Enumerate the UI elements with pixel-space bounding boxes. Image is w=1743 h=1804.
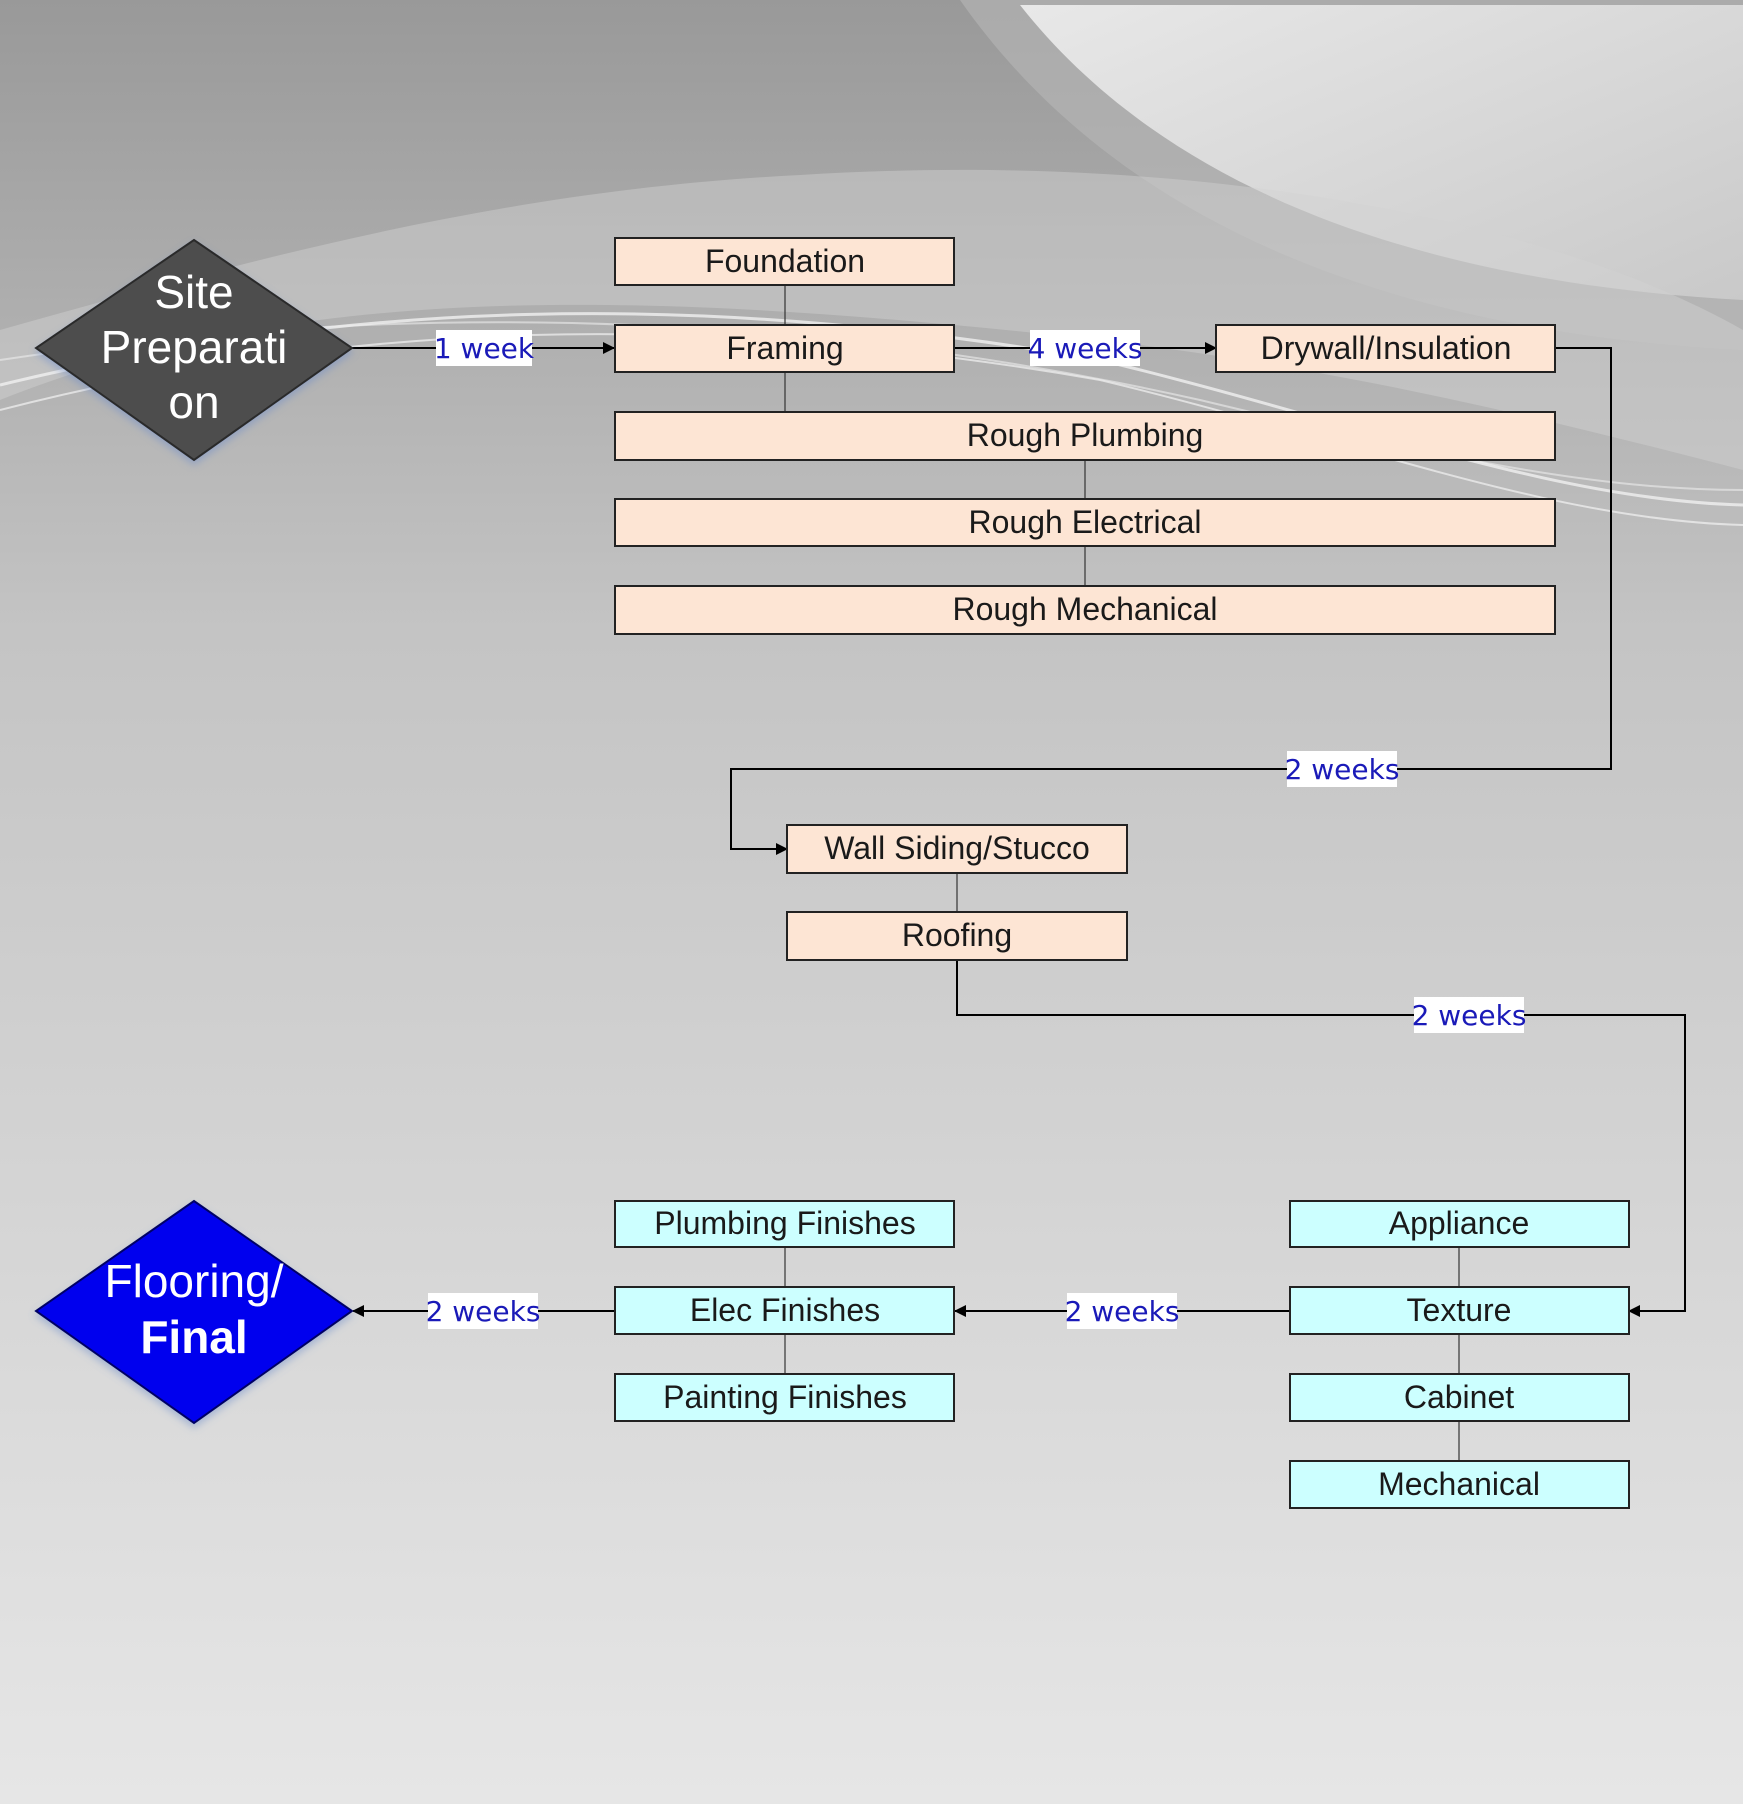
svg-text:Final: Final bbox=[140, 1311, 247, 1363]
task-plumbing-finishes: Plumbing Finishes bbox=[614, 1200, 955, 1248]
duration-label-site-to-framing: 1 week bbox=[434, 330, 535, 366]
svg-text:Rough Mechanical: Rough Mechanical bbox=[952, 591, 1217, 627]
svg-text:Wall Siding/Stucco: Wall Siding/Stucco bbox=[824, 830, 1090, 866]
svg-text:2 weeks: 2 weeks bbox=[1285, 753, 1400, 786]
duration-label-elec-to-final: 2 weeks bbox=[426, 1293, 541, 1329]
svg-text:Rough Plumbing: Rough Plumbing bbox=[967, 417, 1204, 453]
finish-phase-tasks: Appliance Texture Cabinet Mechanical Plu… bbox=[614, 1200, 1630, 1509]
svg-text:on: on bbox=[168, 376, 219, 428]
svg-text:Flooring/: Flooring/ bbox=[105, 1255, 284, 1307]
svg-text:2 weeks: 2 weeks bbox=[1412, 999, 1527, 1032]
task-wall-siding-stucco: Wall Siding/Stucco bbox=[786, 824, 1128, 874]
task-appliance: Appliance bbox=[1289, 1200, 1630, 1248]
svg-text:1 week: 1 week bbox=[434, 332, 535, 365]
svg-text:Rough Electrical: Rough Electrical bbox=[969, 504, 1202, 540]
task-texture: Texture bbox=[1289, 1286, 1630, 1335]
svg-text:Mechanical: Mechanical bbox=[1378, 1466, 1540, 1502]
svg-text:Cabinet: Cabinet bbox=[1404, 1379, 1514, 1415]
svg-text:Painting Finishes: Painting Finishes bbox=[663, 1379, 907, 1415]
task-painting-finishes: Painting Finishes bbox=[614, 1373, 955, 1422]
task-elec-finishes: Elec Finishes bbox=[614, 1286, 955, 1335]
svg-text:Roofing: Roofing bbox=[902, 917, 1012, 953]
task-cabinet: Cabinet bbox=[1289, 1373, 1630, 1422]
task-rough-electrical: Rough Electrical bbox=[614, 498, 1556, 547]
task-drywall-insulation: Drywall/Insulation bbox=[1215, 324, 1556, 373]
arrow-roofing-to-texture bbox=[956, 960, 1686, 1317]
task-mechanical: Mechanical bbox=[1289, 1460, 1630, 1509]
svg-text:Framing: Framing bbox=[726, 330, 843, 366]
task-rough-plumbing: Rough Plumbing bbox=[614, 411, 1556, 461]
svg-text:Plumbing Finishes: Plumbing Finishes bbox=[654, 1205, 915, 1241]
duration-labels: 1 week 4 weeks 2 weeks 2 weeks 2 weeks 2… bbox=[426, 330, 1527, 1329]
duration-label-roofing-to-texture: 2 weeks bbox=[1412, 997, 1527, 1033]
svg-text:Site: Site bbox=[154, 266, 233, 318]
svg-text:Texture: Texture bbox=[1407, 1292, 1512, 1328]
rough-phase-tasks: Foundation Framing Drywall/Insulation Ro… bbox=[614, 237, 1556, 961]
svg-text:Appliance: Appliance bbox=[1389, 1205, 1530, 1241]
duration-label-drywall-to-siding: 2 weeks bbox=[1285, 751, 1400, 787]
task-roofing: Roofing bbox=[786, 911, 1128, 961]
duration-label-texture-to-elec: 2 weeks bbox=[1065, 1293, 1180, 1329]
svg-text:Drywall/Insulation: Drywall/Insulation bbox=[1261, 330, 1512, 366]
svg-text:Preparati: Preparati bbox=[101, 321, 288, 373]
start-milestone: Site Preparati on bbox=[34, 238, 354, 462]
task-connectors bbox=[784, 285, 1460, 1461]
svg-text:2 weeks: 2 weeks bbox=[1065, 1295, 1180, 1328]
svg-text:Foundation: Foundation bbox=[705, 243, 865, 279]
task-framing: Framing bbox=[614, 324, 955, 373]
end-milestone: Flooring/ Final bbox=[34, 1199, 354, 1425]
duration-label-framing-to-drywall: 4 weeks bbox=[1028, 330, 1143, 366]
svg-text:4 weeks: 4 weeks bbox=[1028, 332, 1143, 365]
task-rough-mechanical: Rough Mechanical bbox=[614, 585, 1556, 635]
task-foundation: Foundation bbox=[614, 237, 955, 286]
arrow-drywall-to-siding bbox=[730, 347, 1612, 855]
svg-text:Elec Finishes: Elec Finishes bbox=[690, 1292, 880, 1328]
svg-text:2 weeks: 2 weeks bbox=[426, 1295, 541, 1328]
